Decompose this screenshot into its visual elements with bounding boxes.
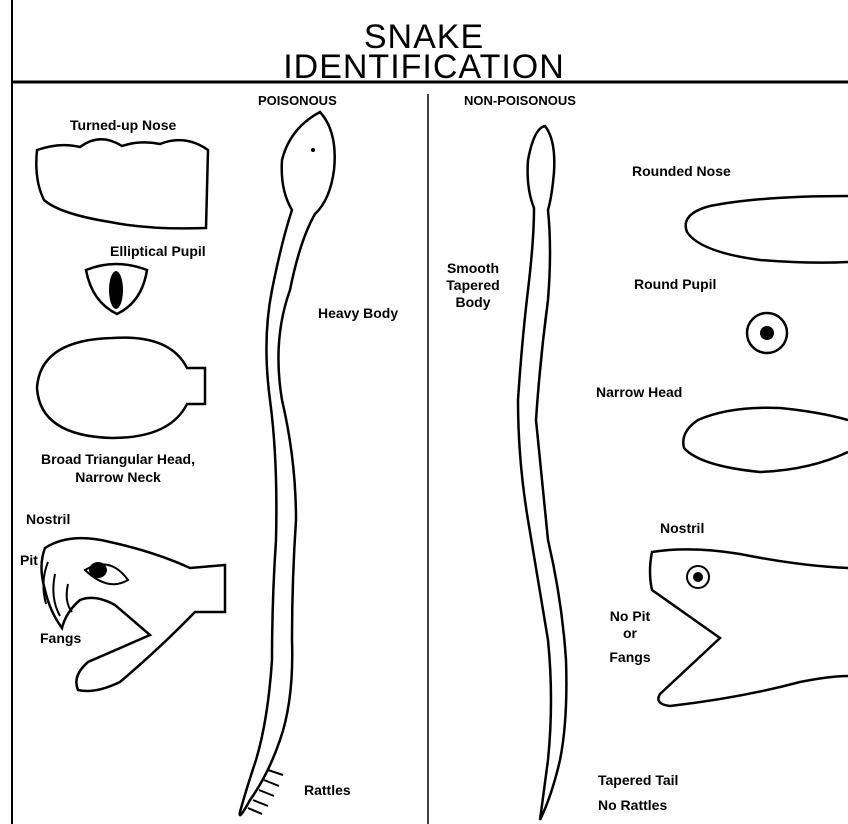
no-pit-label-line-3: Fangs: [600, 649, 660, 666]
narrow-head-icon: [683, 408, 848, 472]
elliptical-pupil-icon: [109, 271, 123, 309]
round-pupil-label: Round Pupil: [634, 276, 716, 293]
round-pupil-icon: [760, 326, 774, 340]
broad-head-label-line-1: Broad Triangular Head,: [10, 451, 226, 468]
broad-triangular-head-icon: [37, 338, 205, 438]
title-line-2: IDENTIFICATION: [0, 50, 848, 84]
rounded-nose-head-icon: [686, 196, 848, 263]
no-rattles-label: No Rattles: [598, 797, 667, 814]
rattles-label: Rattles: [304, 782, 351, 799]
non-poisonous-header: NON-POISONOUS: [464, 92, 576, 109]
non-poisonous-nostril-label: Nostril: [660, 520, 704, 537]
nostril-label: Nostril: [26, 511, 70, 528]
turned-up-nose-label: Turned-up Nose: [70, 117, 176, 134]
smooth-label-line-3: Body: [438, 294, 508, 311]
narrow-head-label: Narrow Head: [596, 384, 682, 401]
fangs-label: Fangs: [40, 630, 81, 647]
rounded-nose-label: Rounded Nose: [632, 163, 731, 180]
no-pit-label-line-1: No Pit: [600, 608, 660, 625]
broad-head-label-line-2: Narrow Neck: [10, 469, 226, 486]
pit-viper-head-icon: [42, 538, 226, 691]
heavy-body-label: Heavy Body: [318, 305, 398, 322]
non-poisonous-snake-body-icon: [518, 126, 566, 820]
smooth-label-line-1: Smooth: [438, 260, 508, 277]
turned-up-nose-head-icon: [36, 139, 208, 228]
no-pit-label-line-2: or: [600, 625, 660, 642]
pit-label: Pit: [20, 552, 38, 569]
poisonous-snake-body-icon: [240, 112, 335, 815]
elliptical-pupil-label: Elliptical Pupil: [110, 243, 206, 260]
smooth-label-line-2: Tapered: [438, 277, 508, 294]
tapered-tail-label: Tapered Tail: [598, 772, 678, 789]
non-venomous-head-icon: [650, 549, 848, 706]
poisonous-header: POISONOUS: [258, 92, 337, 109]
